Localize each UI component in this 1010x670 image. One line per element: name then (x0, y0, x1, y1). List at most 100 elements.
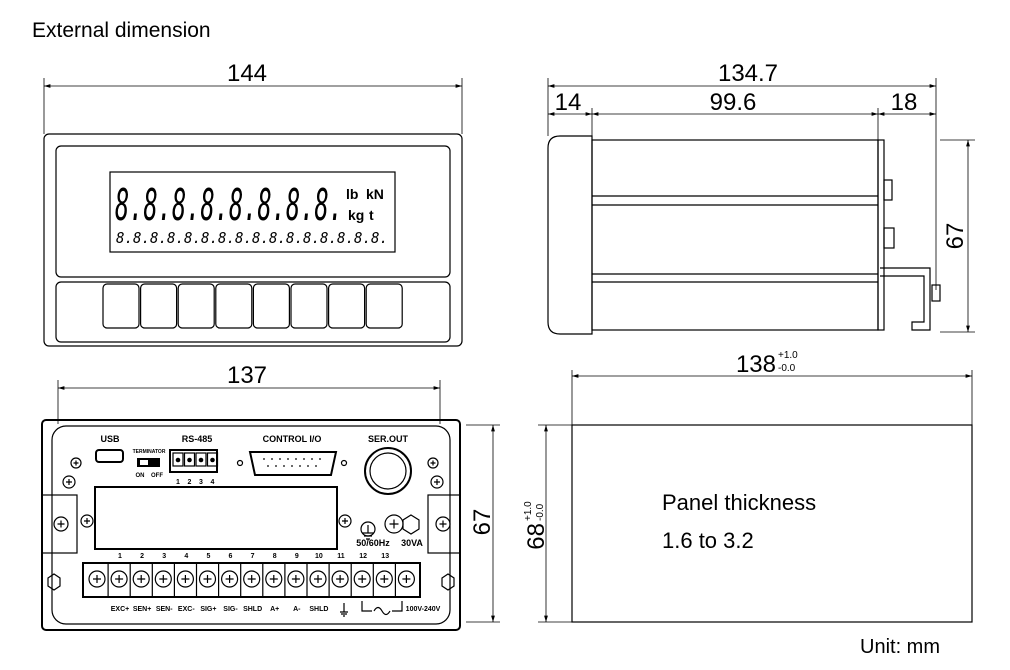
lcd-unit-kn: kN (366, 186, 384, 202)
screw-cross-icon (247, 575, 256, 583)
screw-cross-icon (342, 518, 348, 524)
dsub-pin (295, 458, 297, 460)
rs485-pin-hole (210, 457, 215, 463)
screw-icon (430, 475, 444, 489)
terminal-label: SEN+ (133, 606, 151, 613)
terminal-screw (176, 570, 194, 588)
display-window (55, 145, 451, 278)
terminator-off-label: OFF (151, 473, 163, 479)
front-key-button (140, 283, 178, 329)
terminal-label: SEN- (156, 606, 173, 613)
unit-note: Unit: mm (860, 636, 940, 658)
screw-cross-icon (336, 575, 345, 583)
terminal-screw (309, 570, 327, 588)
panel-thickness-label: Panel thickness (662, 490, 816, 515)
screw-cross-icon (57, 520, 65, 528)
ser-out-connector (364, 447, 412, 495)
screw-cross-icon (159, 575, 168, 583)
side-height-label: 67 (942, 223, 969, 250)
cutout-height-label: 68 (523, 523, 550, 550)
terminal-screw (353, 570, 371, 588)
panel-thickness-value: 1.6 to 3.2 (662, 528, 754, 553)
terminal-label: SHLD (309, 606, 328, 613)
rs485-pin (195, 452, 207, 467)
ser-out-label: SER.OUT (368, 434, 409, 444)
front-key-button (215, 283, 253, 329)
terminal-screw (132, 570, 150, 588)
terminal-label: EXC- (178, 606, 195, 613)
screw-cross-icon (203, 575, 212, 583)
total-depth-label: 134.7 (718, 60, 778, 87)
dsub-pin (307, 465, 309, 467)
rs485-pin-hole (175, 457, 181, 463)
dsub-pin (263, 458, 265, 460)
screw-icon (435, 516, 451, 532)
screw-icon (80, 514, 94, 528)
body-depth-label: 99.6 (710, 89, 757, 116)
rs485-pin (206, 452, 219, 467)
rs485-pin (183, 452, 196, 467)
ac-bracket (361, 601, 403, 612)
dsub-pin (315, 465, 317, 467)
lcd-unit-t: t (369, 207, 374, 223)
terminal-screw (110, 570, 128, 588)
terminator-label: TERMINATOR (133, 449, 166, 455)
terminal-screw (221, 570, 239, 588)
terminator-on-label: ON (136, 473, 145, 479)
dsub-pin (291, 465, 293, 467)
ground-icon (340, 603, 348, 617)
screw-cross-icon (380, 575, 389, 583)
dsub-pin (275, 465, 277, 467)
power-label: 30VA (401, 538, 423, 548)
terminator-switch (137, 458, 160, 467)
rs485-pin-number: 1 (176, 479, 180, 486)
rear-width-label: 137 (227, 362, 267, 389)
screw-cross-icon (269, 575, 278, 583)
dsub-pin (299, 465, 301, 467)
screw-cross-icon (291, 575, 300, 583)
front-key-button (365, 283, 403, 329)
front-key-button (102, 283, 140, 329)
rs485-pin-hole (187, 457, 192, 463)
terminal-number: 7 (251, 553, 255, 560)
front-bezel (43, 133, 463, 347)
screw-icon (427, 457, 439, 469)
left-bracket (41, 494, 78, 554)
cutout-rect (571, 424, 973, 623)
dsub-pin (283, 465, 285, 467)
front-width-label: 144 (227, 60, 267, 87)
screw-icon (62, 475, 76, 489)
terminal-label: SIG- (223, 606, 238, 613)
control-io-connector (248, 451, 338, 476)
dsub-pin (311, 458, 313, 460)
screw-cross-icon (84, 518, 90, 524)
terminal-number: 9 (295, 553, 299, 560)
rs485-pin-number: 2 (188, 479, 192, 486)
rear-label-window (94, 486, 338, 550)
mounting-bracket (880, 267, 931, 331)
side-body (591, 139, 879, 331)
right-bracket (427, 494, 461, 554)
lcd-sub-digits: 8.8.8.8.8.8.8.8.8.8.8.8.8.8.8.8. (116, 229, 388, 247)
terminal-number: 10 (315, 553, 323, 560)
front-view: 144 8.8.8.8.8.8.8.8. lb kN kg t 8.8.8.8.… (43, 60, 463, 347)
terminal-label: A+ (270, 606, 279, 613)
cutout-height-tol-plus: +1.0 (523, 501, 534, 521)
dsub-pin (287, 458, 289, 460)
terminal-screw (198, 570, 217, 588)
panel-cutout: 138 +1.0 -0.0 68 +1.0 -0.0 Panel thickne… (523, 350, 973, 623)
screw-cross-icon (137, 575, 146, 583)
terminal-number: 13 (381, 553, 389, 560)
cutout-width-tol-minus: -0.0 (778, 363, 796, 374)
screw-icon (53, 516, 69, 532)
terminal-number: 4 (184, 553, 188, 560)
front-key-button (290, 283, 328, 329)
dsub-pin (267, 465, 269, 467)
lcd-unit-lb: lb (346, 186, 358, 202)
ac-wave-icon (373, 606, 391, 616)
screw-cross-icon (66, 479, 72, 485)
terminal-screw (265, 570, 283, 588)
terminal-label: SHLD (243, 606, 262, 613)
earth-icon (362, 525, 374, 540)
